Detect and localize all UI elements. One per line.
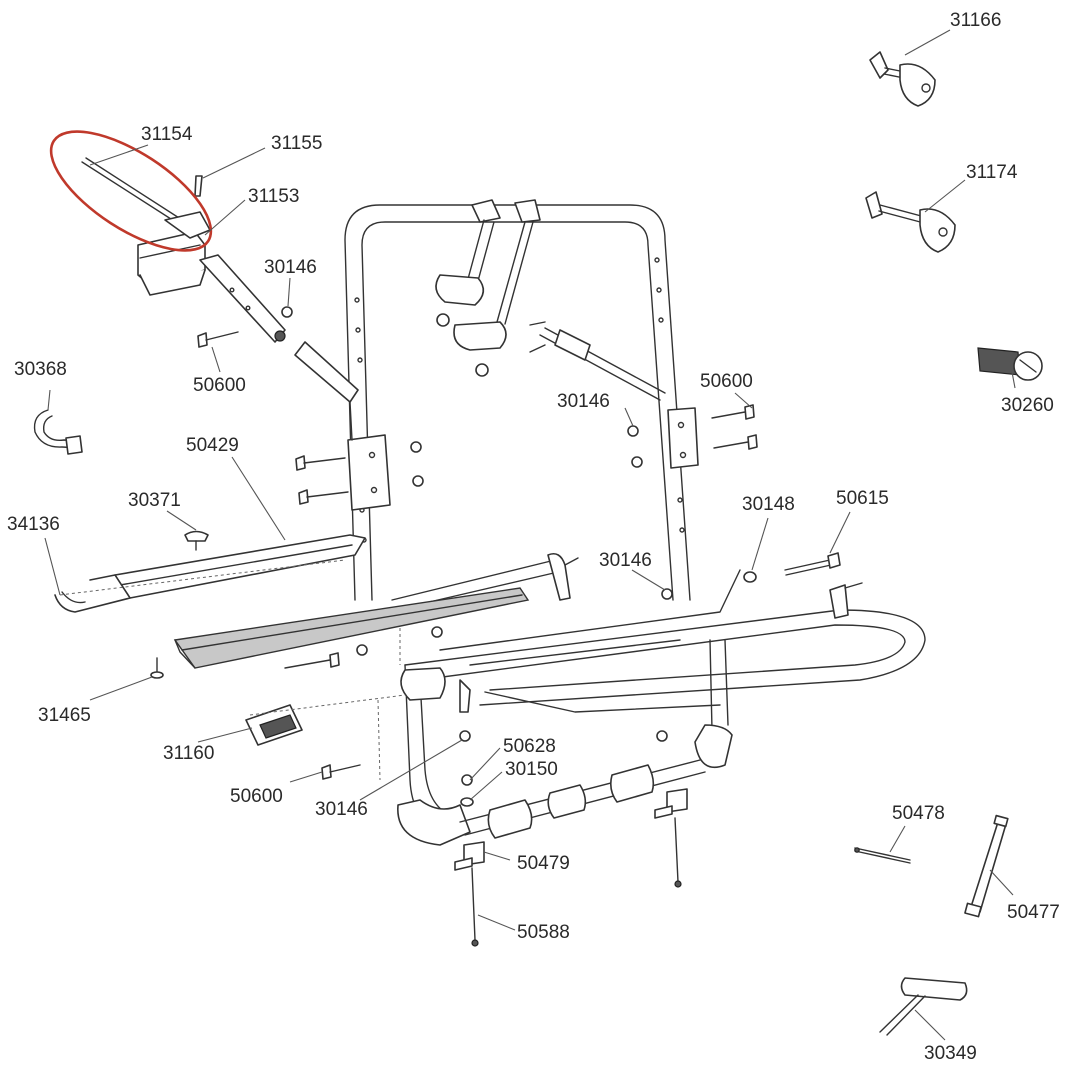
frame-holder-arms (435, 199, 541, 377)
part-30349-key (879, 977, 968, 1036)
bumper-2 (547, 784, 587, 819)
label-50429: 50429 (186, 435, 239, 456)
label-50478: 50478 (892, 803, 945, 824)
leader-lines (44, 29, 1016, 1041)
label-30150: 30150 (505, 759, 558, 780)
hinge-clamp (400, 667, 446, 701)
highlight-ellipse (49, 130, 213, 252)
label-30349: 30349 (924, 1043, 977, 1064)
label-30146-right: 30146 (557, 391, 610, 412)
label-31154: 31154 (141, 124, 193, 145)
screw-31155 (194, 175, 203, 197)
label-31174: 31174 (966, 162, 1018, 183)
part-30368-clamp (33, 409, 83, 455)
left-arm (294, 341, 359, 403)
bumper-1 (487, 799, 533, 839)
label-50615: 50615 (836, 488, 889, 509)
label-50600-right: 50600 (700, 371, 753, 392)
left-bracket (347, 434, 391, 511)
label-50479: 50479 (517, 853, 570, 874)
label-50588: 50588 (517, 922, 570, 943)
main-frame (294, 204, 926, 846)
label-31155: 31155 (271, 133, 322, 154)
frame-clamp-arm (529, 321, 666, 401)
part-31166-knob (869, 51, 936, 107)
label-30148: 30148 (742, 494, 795, 515)
part-31160-decal (245, 704, 303, 746)
label-50600-bottom: 50600 (230, 786, 283, 807)
strap-31154 (81, 157, 211, 239)
label-30146-mid: 30146 (599, 550, 652, 571)
part-50477-wrench (964, 814, 1009, 918)
bumper-3 (610, 764, 655, 803)
label-34136: 34136 (7, 514, 60, 535)
label-50600-top: 50600 (193, 375, 246, 396)
label-30146-top: 30146 (264, 257, 317, 278)
left-elbow (397, 799, 471, 846)
arm-31153 (137, 231, 286, 343)
part-30260-lock (977, 347, 1043, 381)
label-30146-bottom: 30146 (315, 799, 368, 820)
label-31160: 31160 (163, 743, 214, 764)
wheel-tray (54, 534, 366, 613)
bolts-nuts (150, 306, 841, 947)
wheel-rail (173, 587, 530, 669)
part-50478-pin (854, 847, 911, 864)
hoop-holes (354, 257, 685, 543)
label-50477: 50477 (1007, 902, 1060, 923)
label-30368: 30368 (14, 359, 67, 380)
label-30260: 30260 (1001, 395, 1054, 416)
label-31153: 31153 (248, 186, 299, 207)
label-30371: 30371 (128, 490, 181, 511)
label-31465: 31465 (38, 705, 91, 726)
part-31174-knob (865, 191, 956, 253)
label-50628: 50628 (503, 736, 556, 757)
right-bracket (667, 407, 699, 469)
label-31166: 31166 (950, 10, 1001, 31)
part-labels: 31166 31154 31155 31153 31174 30146 5060… (7, 10, 1060, 1064)
right-elbow (694, 724, 733, 769)
